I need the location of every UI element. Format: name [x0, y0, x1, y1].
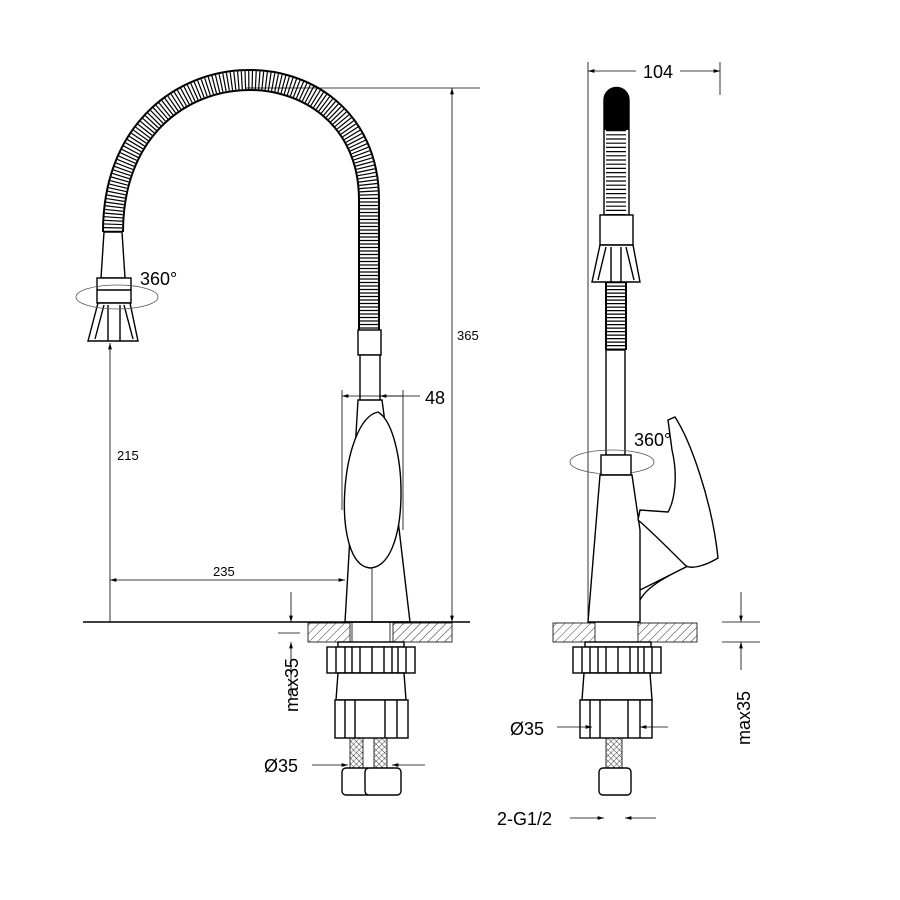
faucet-body-side [587, 416, 719, 623]
rotation-label: 360° [140, 269, 177, 289]
hose-side [605, 282, 627, 456]
spray-head-side [591, 86, 641, 283]
left-view: 360° 365 48 215 235 max35 Ø [75, 69, 480, 796]
supply-hoses [341, 737, 402, 796]
mounting-nut [326, 641, 416, 739]
rotation-label-side: 360° [634, 430, 671, 450]
right-view: 104 360° Ø35 max35 [497, 62, 760, 829]
reach-label: 235 [213, 564, 235, 579]
mount-thickness-label: max35 [282, 658, 302, 712]
spray-nozzle [87, 231, 139, 342]
height-label: 365 [457, 328, 479, 343]
hole-diameter-label: Ø35 [264, 756, 298, 776]
connection-label: 2-G1/2 [497, 809, 552, 829]
countertop-section-side [552, 622, 698, 643]
mounting-nut-side [572, 641, 662, 796]
body-width-label: 48 [425, 388, 445, 408]
faucet-body [343, 329, 411, 623]
rotation-ellipse [75, 284, 159, 310]
spout-height-label: 215 [117, 448, 139, 463]
hole-diameter-label-side: Ø35 [510, 719, 544, 739]
countertop-section [307, 622, 453, 645]
width-label: 104 [643, 62, 673, 82]
mount-thickness-label-side: max35 [734, 691, 754, 745]
flexible-hose [102, 69, 380, 330]
